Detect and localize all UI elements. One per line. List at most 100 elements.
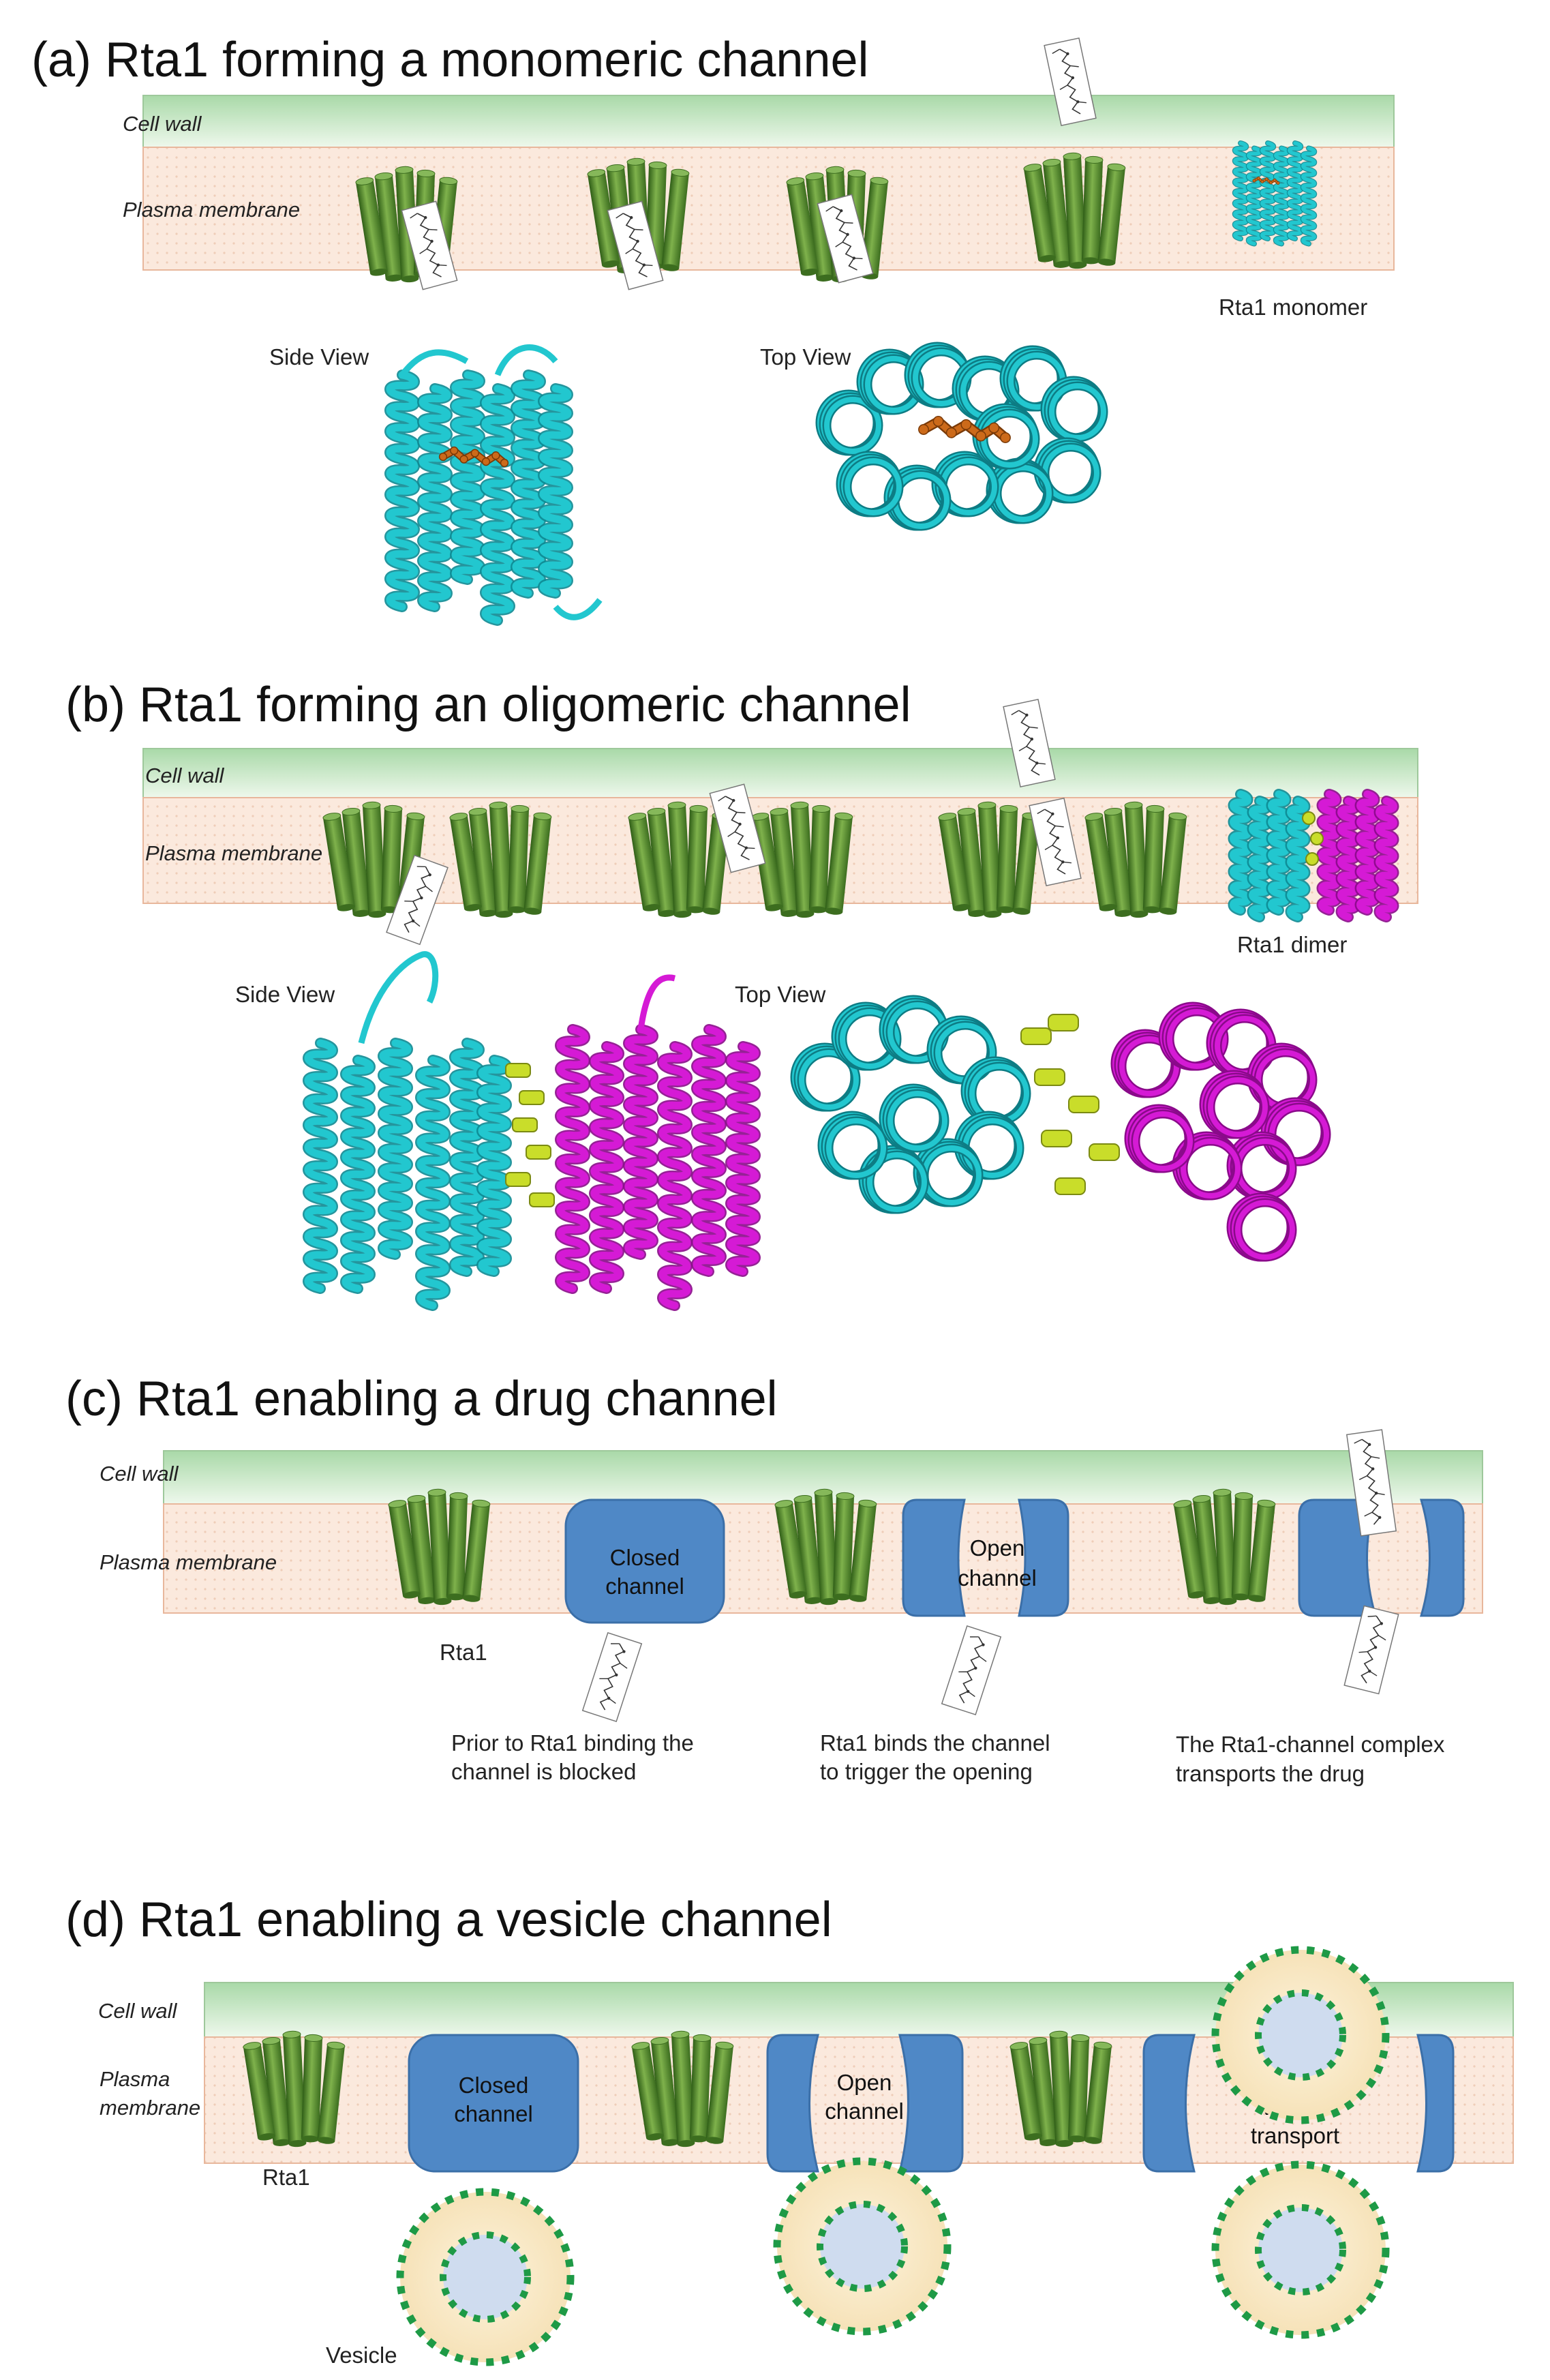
helix-cylinder bbox=[462, 1499, 491, 1602]
helix-cylinder bbox=[825, 812, 853, 915]
dimer-top-view-icon bbox=[790, 995, 1331, 1262]
caption-transport: transports the drug bbox=[1176, 1761, 1365, 1786]
drug-molecule-icon bbox=[401, 200, 458, 290]
top-view-label: Top View bbox=[760, 344, 851, 370]
helix-cylinder bbox=[957, 807, 986, 917]
helix-bundle bbox=[774, 1488, 877, 1606]
helix-cylinder bbox=[1081, 155, 1104, 265]
helix-cylinder bbox=[1142, 804, 1165, 914]
panel-b: (b) Rta1 forming an oligomeric channel C… bbox=[65, 678, 1418, 1311]
helix-bundle bbox=[243, 2030, 346, 2148]
vesicle-label: Vesicle bbox=[326, 2343, 397, 2368]
drug-molecule-icon bbox=[709, 783, 766, 873]
caption-closed: Prior to Rta1 binding the bbox=[451, 1730, 694, 1756]
helix-cylinder bbox=[774, 1500, 807, 1599]
panel-a: (a) Rta1 forming a monomeric channel Cel… bbox=[31, 33, 1395, 626]
helix-cylinder bbox=[1124, 801, 1149, 918]
plasma-membrane-label: Plasma bbox=[100, 2067, 170, 2091]
helix-cylinder bbox=[938, 813, 971, 912]
helix-bundle bbox=[1009, 2030, 1112, 2148]
drug-molecule-icon bbox=[607, 200, 664, 290]
helix-cylinder bbox=[282, 2030, 307, 2148]
helix-cylinder bbox=[362, 801, 386, 918]
helix-cylinder bbox=[1173, 1500, 1206, 1599]
helix-cylinder bbox=[770, 807, 799, 917]
helix-cylinder bbox=[388, 1500, 421, 1599]
vesicle-icon bbox=[396, 2188, 575, 2366]
helix-bundle bbox=[388, 1488, 491, 1606]
drug-molecule-icon bbox=[386, 854, 449, 946]
helix-cylinder bbox=[449, 813, 482, 912]
helix-bundle bbox=[628, 801, 731, 918]
vesicle-icon bbox=[773, 2157, 952, 2336]
open-channel-label: channel bbox=[958, 1565, 1037, 1591]
helix-cylinder bbox=[650, 2036, 680, 2146]
drug-molecule-icon bbox=[1044, 37, 1097, 126]
helix-cylinder bbox=[489, 801, 513, 918]
closed-channel-label: Closed bbox=[459, 2073, 529, 2098]
drug-molecule-icon bbox=[1029, 798, 1082, 886]
helix-cylinder bbox=[427, 1488, 452, 1606]
helix-cylinder bbox=[686, 804, 708, 914]
plasma-membrane-band bbox=[142, 147, 1395, 271]
helix-cylinder bbox=[705, 2041, 734, 2144]
cell-wall-label: Cell wall bbox=[100, 1462, 179, 1486]
panel-d-title: (d) Rta1 enabling a vesicle channel bbox=[65, 1893, 832, 1947]
panel-c-title: (c) Rta1 enabling a drug channel bbox=[65, 1372, 778, 1426]
helix-cylinder bbox=[996, 804, 1018, 914]
panel-d: (d) Rta1 enabling a vesicle channel Cell… bbox=[65, 1893, 1514, 2368]
panel-b-title: (b) Rta1 forming an oligomeric channel bbox=[65, 678, 911, 732]
caption-open: to trigger the opening bbox=[820, 1759, 1033, 1784]
rta1-monomer-structure-icon bbox=[1232, 140, 1318, 247]
closed-channel bbox=[408, 2034, 579, 2173]
helix-cylinder bbox=[849, 1499, 877, 1602]
drug-molecule-icon bbox=[1343, 1605, 1399, 1695]
caption-closed: channel is blocked bbox=[451, 1759, 637, 1784]
open-channel-label: Open bbox=[837, 2070, 892, 2095]
helix-cylinder bbox=[407, 1494, 436, 1604]
helix-cylinder bbox=[667, 801, 692, 918]
helix-cylinder bbox=[446, 1492, 468, 1601]
closed-channel-label: Closed bbox=[610, 1545, 680, 1570]
helix-bundle bbox=[750, 801, 853, 918]
helix-cylinder bbox=[341, 807, 371, 917]
helix-cylinder bbox=[1192, 1494, 1221, 1604]
helix-cylinder bbox=[243, 2042, 275, 2141]
rta1-dimer-structure-icon bbox=[1228, 789, 1399, 922]
vesicle-icon bbox=[1211, 1946, 1390, 2124]
helix-cylinder bbox=[317, 2041, 346, 2144]
helix-bundle bbox=[1173, 1488, 1276, 1606]
helix-cylinder bbox=[661, 168, 690, 271]
helix-bundle bbox=[938, 801, 1041, 918]
open-channel-with-drug bbox=[1298, 1498, 1465, 1617]
drug-molecule-icon bbox=[817, 194, 874, 284]
plasma-membrane-label: membrane bbox=[100, 2096, 200, 2120]
helix-bundle bbox=[322, 801, 425, 918]
helix-cylinder bbox=[587, 169, 620, 268]
monomer-top-view-icon bbox=[815, 342, 1108, 531]
panel-c: (c) Rta1 enabling a drug channel Cell wa… bbox=[65, 1372, 1483, 1786]
helix-cylinder bbox=[1042, 158, 1072, 268]
helix-cylinder bbox=[814, 1488, 838, 1606]
top-view-label: Top View bbox=[735, 982, 825, 1007]
helix-cylinder bbox=[1084, 813, 1117, 912]
helix-bundle bbox=[631, 2030, 734, 2148]
vesicle-icon bbox=[1211, 2160, 1390, 2339]
drug-molecule-icon bbox=[1346, 1429, 1397, 1537]
helix-cylinder bbox=[1023, 164, 1056, 262]
helix-cylinder bbox=[786, 177, 819, 276]
helix-cylinder bbox=[793, 1494, 823, 1604]
helix-cylinder bbox=[1009, 2042, 1042, 2141]
closed-channel-label: channel bbox=[454, 2101, 533, 2126]
rta1-label: Rta1 bbox=[262, 2165, 310, 2190]
drug-molecule-icon bbox=[581, 1631, 643, 1723]
helix-cylinder bbox=[647, 807, 676, 917]
helix-cylinder bbox=[631, 2042, 664, 2141]
helix-cylinder bbox=[977, 801, 1002, 918]
helix-cylinder bbox=[322, 813, 355, 912]
helix-cylinder bbox=[523, 812, 552, 915]
open-channel-label: channel bbox=[825, 2098, 904, 2124]
plasma-membrane-label: Plasma membrane bbox=[123, 198, 300, 222]
helix-cylinder bbox=[301, 2034, 323, 2143]
